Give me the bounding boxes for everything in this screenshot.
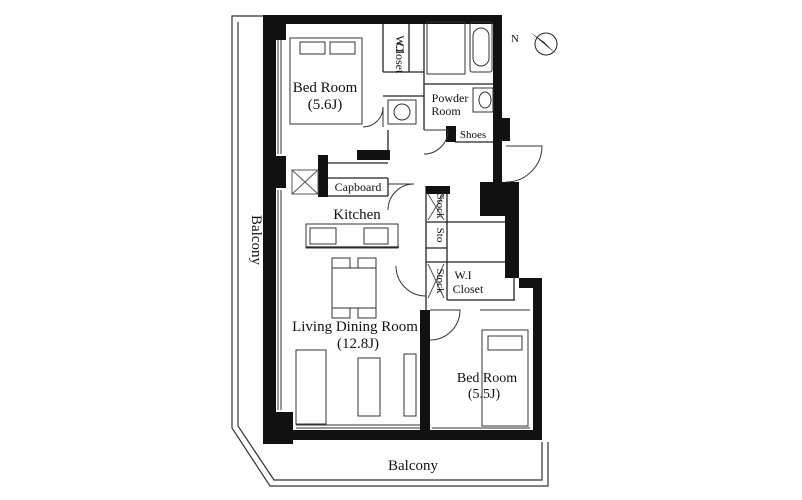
stock-2-label: Sto xyxy=(434,228,446,243)
wic-2-line2: Closet xyxy=(453,282,484,296)
balcony-outline xyxy=(231,15,549,487)
shoes-label: Shoes xyxy=(460,129,486,141)
bath-fixtures xyxy=(387,21,494,125)
compass: N xyxy=(511,32,558,56)
living-furniture xyxy=(295,349,417,425)
bed-room-1-label: Bed Room xyxy=(293,80,358,96)
north-arrow-icon xyxy=(530,32,556,54)
kitchen-label: Kitchen xyxy=(333,207,381,223)
powder-room-line1: Powder xyxy=(432,91,469,105)
south-balcony-label: Balcony xyxy=(388,458,438,474)
exterior-walls xyxy=(263,15,542,444)
west-balcony-label: Balcony xyxy=(248,215,264,265)
door-swings xyxy=(362,106,543,341)
south-windows xyxy=(296,424,530,429)
cabinet-markers xyxy=(291,169,445,299)
living-label: Living Dining Room xyxy=(292,319,418,335)
room-labels: Bed Room (5.6J) W.I Closet Powder Room S… xyxy=(248,35,517,474)
kitchen-counter xyxy=(305,223,399,249)
powder-room-line2: Room xyxy=(431,104,461,118)
bed-room-2-label: Bed Room xyxy=(457,371,517,386)
bed-room-2-size: (5.5J) xyxy=(468,387,501,402)
bed-room-1-size: (5.6J) xyxy=(308,97,343,113)
bed-2 xyxy=(481,329,529,427)
wic-1-line2: Closet xyxy=(393,43,407,74)
stock-3-label: Stock xyxy=(434,268,446,294)
stock-1-label: Stock xyxy=(434,193,446,219)
west-windows xyxy=(277,40,282,410)
wic-1-line1: W.I xyxy=(393,35,407,52)
bed-1 xyxy=(289,37,363,125)
living-size: (12.8J) xyxy=(337,336,379,352)
wic-2-line1: W.I xyxy=(454,268,471,282)
interior-partitions xyxy=(306,20,515,428)
north-mark: N xyxy=(511,33,519,45)
capboard-label: Capboard xyxy=(335,180,382,194)
dining-set xyxy=(331,257,377,319)
